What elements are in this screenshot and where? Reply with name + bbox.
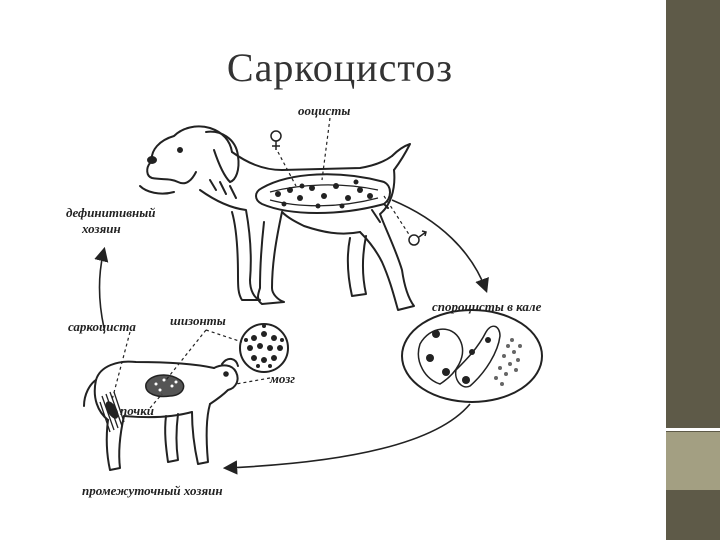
sheep-kidney [146,375,184,396]
label-brain: мозг [270,372,295,386]
dog-intestine-oocysts [256,174,390,213]
label-sarcocyst: саркоциста [68,320,136,334]
label-intermediate-host: промежуточный хозяин [82,484,223,498]
label-definitive-host-line2: хозяин [82,222,121,236]
label-schizonts: шизонты [170,314,226,328]
side-accent-block [666,432,720,490]
dog-illustration [140,126,414,310]
sporocysts-illustration [402,310,542,402]
label-definitive-host-line1: дефинитивный [66,206,156,220]
label-kidneys: почки [120,404,154,418]
label-sporocysts: спороцисты в кале [432,300,541,314]
brain-schizont [240,324,288,372]
label-oocysts: ооцисты [298,104,350,118]
side-accent-divider [666,428,720,431]
